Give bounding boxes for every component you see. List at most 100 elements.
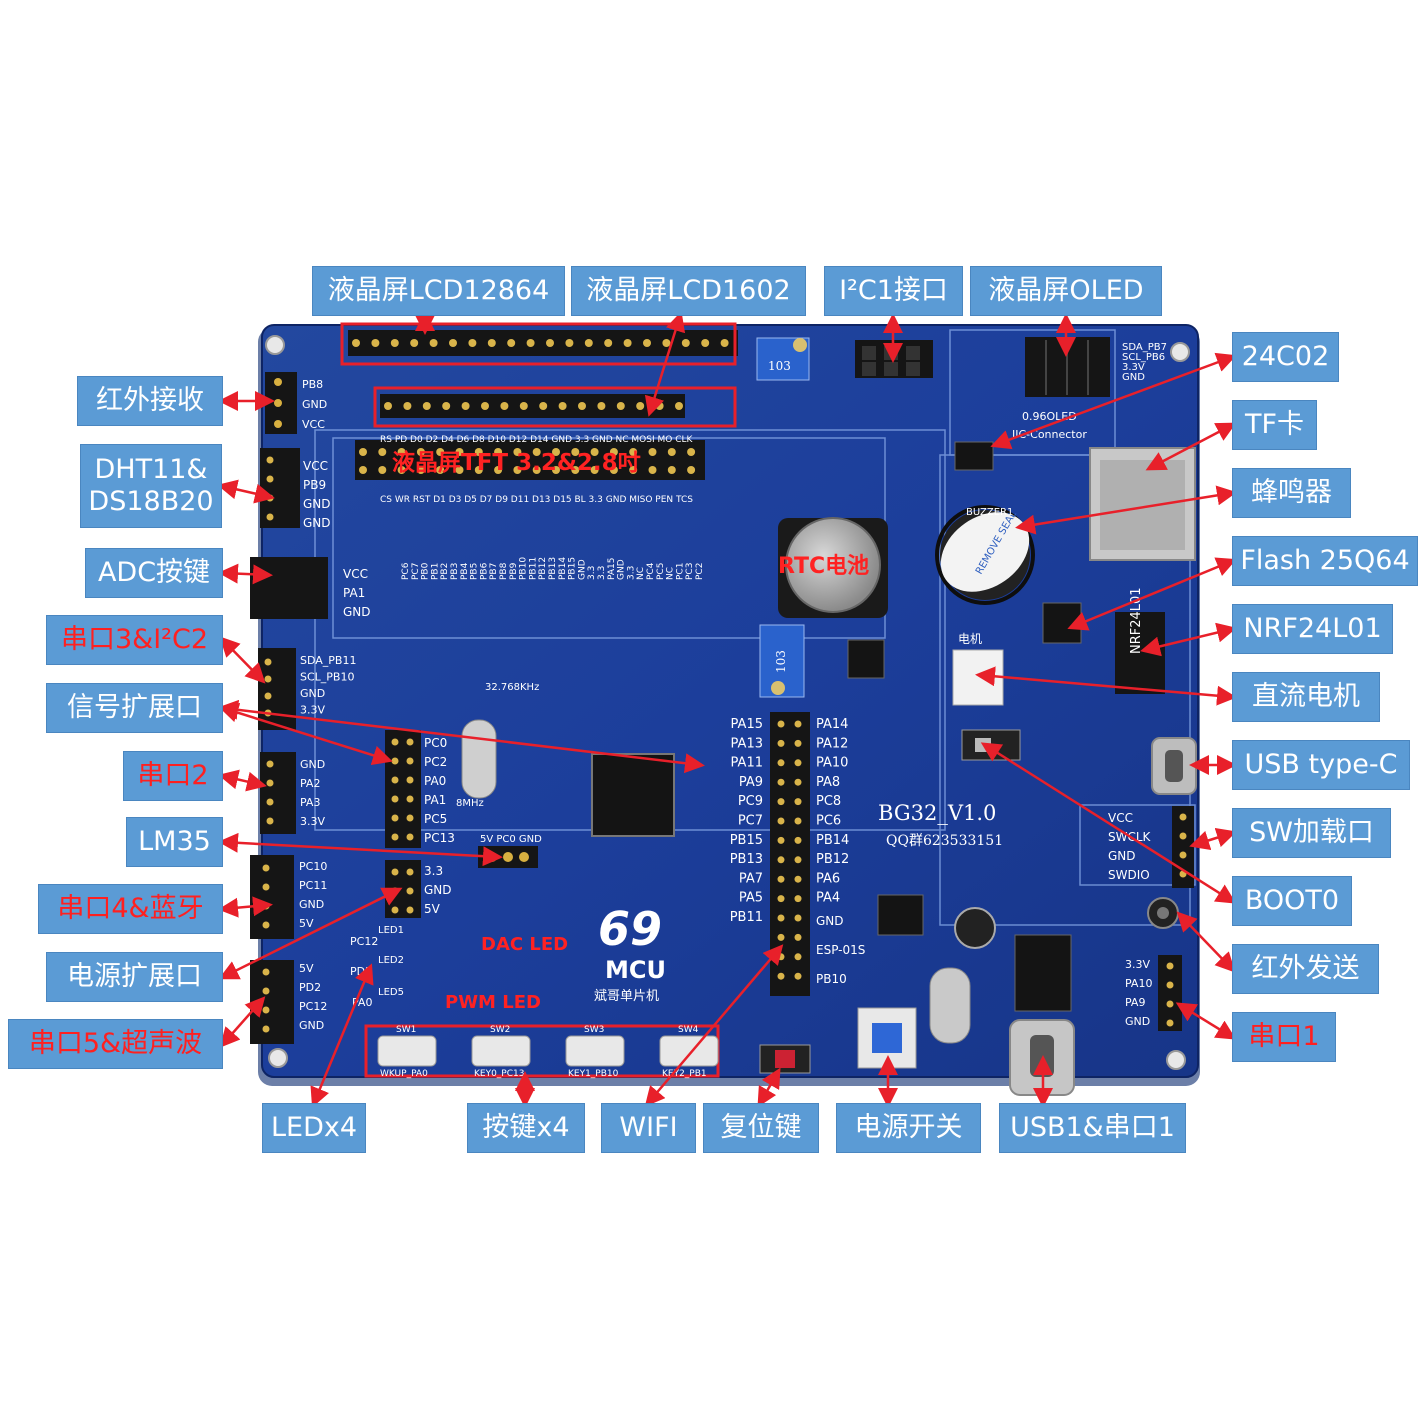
pin-label: PB11 <box>528 557 538 580</box>
pin-icon <box>359 466 367 474</box>
pin-icon <box>403 402 412 410</box>
arrow-icon <box>644 944 784 1107</box>
pin-label: GND <box>303 516 331 530</box>
pin-icon <box>777 778 785 786</box>
pin-icon <box>410 339 419 347</box>
pin-label: PB11 <box>730 910 763 925</box>
pin-label: PB10 <box>519 557 529 580</box>
pin-label: PB12 <box>538 557 548 580</box>
pin-label: 3.3V <box>300 704 325 717</box>
callout-wifi: WIFI <box>601 1103 696 1153</box>
tft-top-pins: RS PD D0 D2 D4 D6 D8 D10 D12 D14 GND 3.3… <box>380 435 693 445</box>
pin-icon <box>487 339 496 347</box>
pin-icon <box>777 856 785 864</box>
pwm-led-label: PWM LED <box>445 992 541 1013</box>
pin-icon <box>590 466 599 474</box>
callout-ir-tx: 红外发送 <box>1232 944 1379 994</box>
pin-icon <box>648 466 657 474</box>
pin-icon <box>609 448 618 456</box>
pin-icon <box>794 914 802 922</box>
pin-label: PA9 <box>739 775 763 790</box>
pin-icon <box>264 692 272 700</box>
pin-icon <box>391 738 399 746</box>
pin-icon <box>794 953 802 961</box>
ic-chip-icon <box>1042 602 1082 644</box>
pin-label: PC13 <box>424 831 455 845</box>
ic-chip-icon <box>954 441 994 471</box>
pin-label: 3.3V <box>300 815 325 828</box>
arrow-icon <box>218 563 273 585</box>
pin-icon <box>266 798 274 806</box>
pin-label: PB5 <box>470 563 480 580</box>
pin-label: ESP-01S <box>816 943 865 957</box>
callout-sw-load: SW加载口 <box>1232 808 1391 858</box>
pin-label: SDA_PB7 <box>1122 342 1167 353</box>
h4-header <box>385 860 421 918</box>
arrow-icon <box>310 963 374 1108</box>
pin-label: NC <box>636 567 646 580</box>
pin-label: 5V <box>424 902 441 916</box>
electrolytic-capacitor <box>954 907 996 949</box>
arrow-icon <box>1015 485 1237 535</box>
pin-icon <box>352 339 360 347</box>
callout-buzzer: 蜂鸣器 <box>1232 468 1351 518</box>
callout-tf-card: TF卡 <box>1232 400 1317 450</box>
buzzer-icon: REMOVE SEAL <box>935 505 1035 605</box>
callout-nrf: NRF24L01 <box>1232 604 1393 654</box>
dht-header <box>260 448 300 528</box>
pin-icon <box>667 466 676 474</box>
pin-label: PC6 <box>401 562 411 580</box>
pin-icon <box>794 720 802 728</box>
pin-icon <box>552 448 560 456</box>
pin-icon <box>449 339 457 347</box>
svg-text:103: 103 <box>774 650 788 673</box>
button-function: KEY0_PC13 <box>474 1069 524 1079</box>
arrow-icon <box>1145 422 1237 471</box>
pin-label: PA11 <box>731 756 763 771</box>
pin-icon <box>429 339 438 347</box>
pin-icon <box>494 448 503 456</box>
pin-label: PB1 <box>430 563 440 580</box>
pin-icon <box>777 933 785 941</box>
pin-label: PC5 <box>424 812 447 826</box>
callout-lm35: LM35 <box>126 817 223 867</box>
callout-flash: Flash 25Q64 <box>1232 536 1418 586</box>
callout-uart5: 串口5&超声波 <box>8 1019 223 1069</box>
callout-adc-key: ADC按键 <box>85 548 223 598</box>
pin-label: PB9 <box>509 562 519 580</box>
pin-icon <box>552 466 560 474</box>
lcd1602-highlight <box>373 386 737 428</box>
lcd1602-header <box>380 394 685 418</box>
svg-text:LED1: LED1 <box>378 925 404 936</box>
push-button-icon <box>659 1035 719 1067</box>
uart4-header <box>250 855 294 939</box>
iic2-header <box>258 648 296 730</box>
arrow-icon <box>1140 622 1237 657</box>
ir-led <box>1147 897 1179 929</box>
lcd12864-header <box>348 330 738 356</box>
pin-icon <box>794 836 802 844</box>
pin-label: VCC <box>303 459 328 473</box>
svg-text:MCU: MCU <box>605 956 666 984</box>
pin-label: PB12 <box>816 852 849 867</box>
pin-icon <box>406 906 414 914</box>
oled-header <box>1025 337 1110 397</box>
pin-label: VCC <box>1108 811 1133 825</box>
pin-icon <box>616 402 625 410</box>
arrow-icon <box>218 769 267 792</box>
pin-icon <box>609 466 618 474</box>
pin-label: PA12 <box>816 736 848 751</box>
arrow-icon <box>1176 911 1236 973</box>
callout-lcd12864: 液晶屏LCD12864 <box>312 266 565 316</box>
arrow-icon <box>980 742 1237 904</box>
usb-c-port-icon <box>1151 737 1197 795</box>
pin-icon <box>687 466 696 474</box>
pin-icon <box>513 466 522 474</box>
pin-label: 3.3 <box>597 566 607 580</box>
pin-label: PA2 <box>300 777 320 790</box>
pin-icon <box>416 466 425 474</box>
